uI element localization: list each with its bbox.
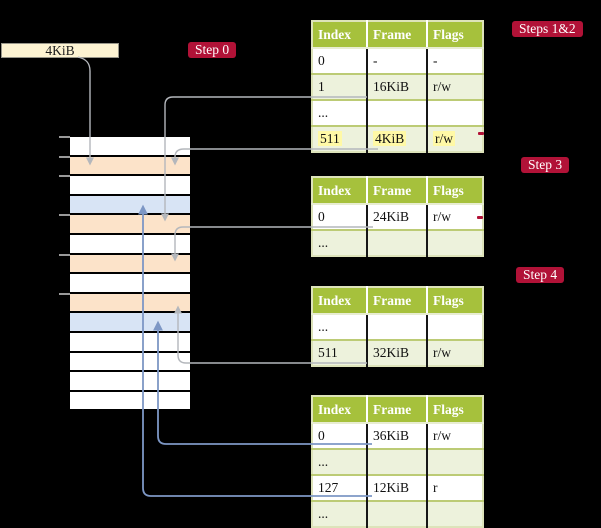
table-cell: 12KiB xyxy=(367,474,428,501)
column-header-index: Index xyxy=(312,21,368,49)
memory-tick xyxy=(59,253,70,256)
column-header-flags: Flags xyxy=(427,287,483,315)
highlighted-value: 511 xyxy=(318,131,342,146)
memory-frame-row-white xyxy=(70,352,190,373)
table-cell: 16KiB xyxy=(367,73,428,100)
table-cell: 32KiB xyxy=(367,339,428,366)
column-header-frame: Frame xyxy=(367,21,428,49)
memory-frame-row-peach xyxy=(70,156,190,177)
highlighted-value: 4KiB xyxy=(373,131,407,146)
table-cell: 0 xyxy=(312,422,368,449)
table-cell: ... xyxy=(312,99,368,126)
table-cell xyxy=(427,313,483,340)
column-header-index: Index xyxy=(312,177,368,205)
table-row: ... xyxy=(312,229,483,256)
memory-frame-row-white xyxy=(70,332,190,353)
memory-tick xyxy=(59,292,70,295)
memory-frame-row-white xyxy=(70,274,190,294)
memory-frame-row-peach xyxy=(70,254,190,275)
table-row: ... xyxy=(312,500,483,527)
table-cell: 0 xyxy=(312,203,368,230)
table-cell: r/w xyxy=(427,73,483,100)
memory-frame-row-blue xyxy=(70,313,190,333)
column-header-frame: Frame xyxy=(367,287,428,315)
table-cell: 511 xyxy=(312,339,368,366)
table-cell: 511 xyxy=(312,125,368,152)
memory-frame-row-white xyxy=(70,234,190,255)
memory-tick xyxy=(59,214,70,217)
table-cell: - xyxy=(367,47,428,74)
table-cell: ... xyxy=(312,448,368,475)
page-size-box: 4KiB xyxy=(1,43,119,58)
table-cell: r/w xyxy=(427,203,483,230)
label-step-4: Step 4 xyxy=(516,267,565,283)
table-cell xyxy=(367,313,428,340)
memory-frame-row-white xyxy=(70,391,190,412)
table-cell: - xyxy=(427,47,483,74)
table-cell: r xyxy=(427,474,483,501)
table-row: ... xyxy=(312,448,483,475)
table-cell: ... xyxy=(312,313,368,340)
table-cell: 1 xyxy=(312,73,368,100)
table-cell xyxy=(427,448,483,475)
memory-frame-row-white xyxy=(70,372,190,392)
column-header-index: Index xyxy=(312,396,368,424)
table-cell xyxy=(427,500,483,527)
column-header-flags: Flags xyxy=(427,396,483,424)
red-dash-marker xyxy=(477,216,483,219)
table-cell xyxy=(427,229,483,256)
table-cell: ... xyxy=(312,500,368,527)
table-cell: 127 xyxy=(312,474,368,501)
memory-tick xyxy=(59,175,70,178)
memory-frame-row-white xyxy=(70,137,190,157)
column-header-frame: Frame xyxy=(367,177,428,205)
highlighted-value: r/w xyxy=(433,131,455,146)
table-cell xyxy=(427,99,483,126)
memory-frame-row-peach xyxy=(70,293,190,314)
memory-frame-row-peach xyxy=(70,215,190,235)
table-cell xyxy=(367,229,428,256)
label-steps-1-2: Steps 1&2 xyxy=(512,21,583,37)
memory-frame-row-blue xyxy=(70,195,190,216)
label-step-3: Step 3 xyxy=(521,157,570,173)
table-row: 511 4KiB r/w xyxy=(312,125,483,152)
table-cell: 24KiB xyxy=(367,203,428,230)
table-cell xyxy=(367,99,428,126)
memory-tick xyxy=(59,136,70,138)
red-dash-marker xyxy=(478,132,484,135)
table-cell: r/w xyxy=(427,422,483,449)
table-cell: 0 xyxy=(312,47,368,74)
label-step-0: Step 0 xyxy=(188,42,237,58)
column-header-index: Index xyxy=(312,287,368,315)
table-row: 0-- xyxy=(312,47,483,74)
table-cell: 36KiB xyxy=(367,422,428,449)
table-cell: 4KiB xyxy=(367,125,428,152)
memory-tick xyxy=(59,155,70,158)
table-cell: r/w xyxy=(427,339,483,366)
table-row: ... xyxy=(312,99,483,126)
table-cell: r/w xyxy=(427,125,483,152)
column-header-frame: Frame xyxy=(367,396,428,424)
table-cell xyxy=(367,448,428,475)
table-cell: ... xyxy=(312,229,368,256)
physical-memory-column xyxy=(70,137,190,412)
table-row: ... xyxy=(312,313,483,340)
column-header-flags: Flags xyxy=(427,177,483,205)
memory-frame-row-white xyxy=(70,176,190,196)
table-cell xyxy=(367,500,428,527)
column-header-flags: Flags xyxy=(427,21,483,49)
